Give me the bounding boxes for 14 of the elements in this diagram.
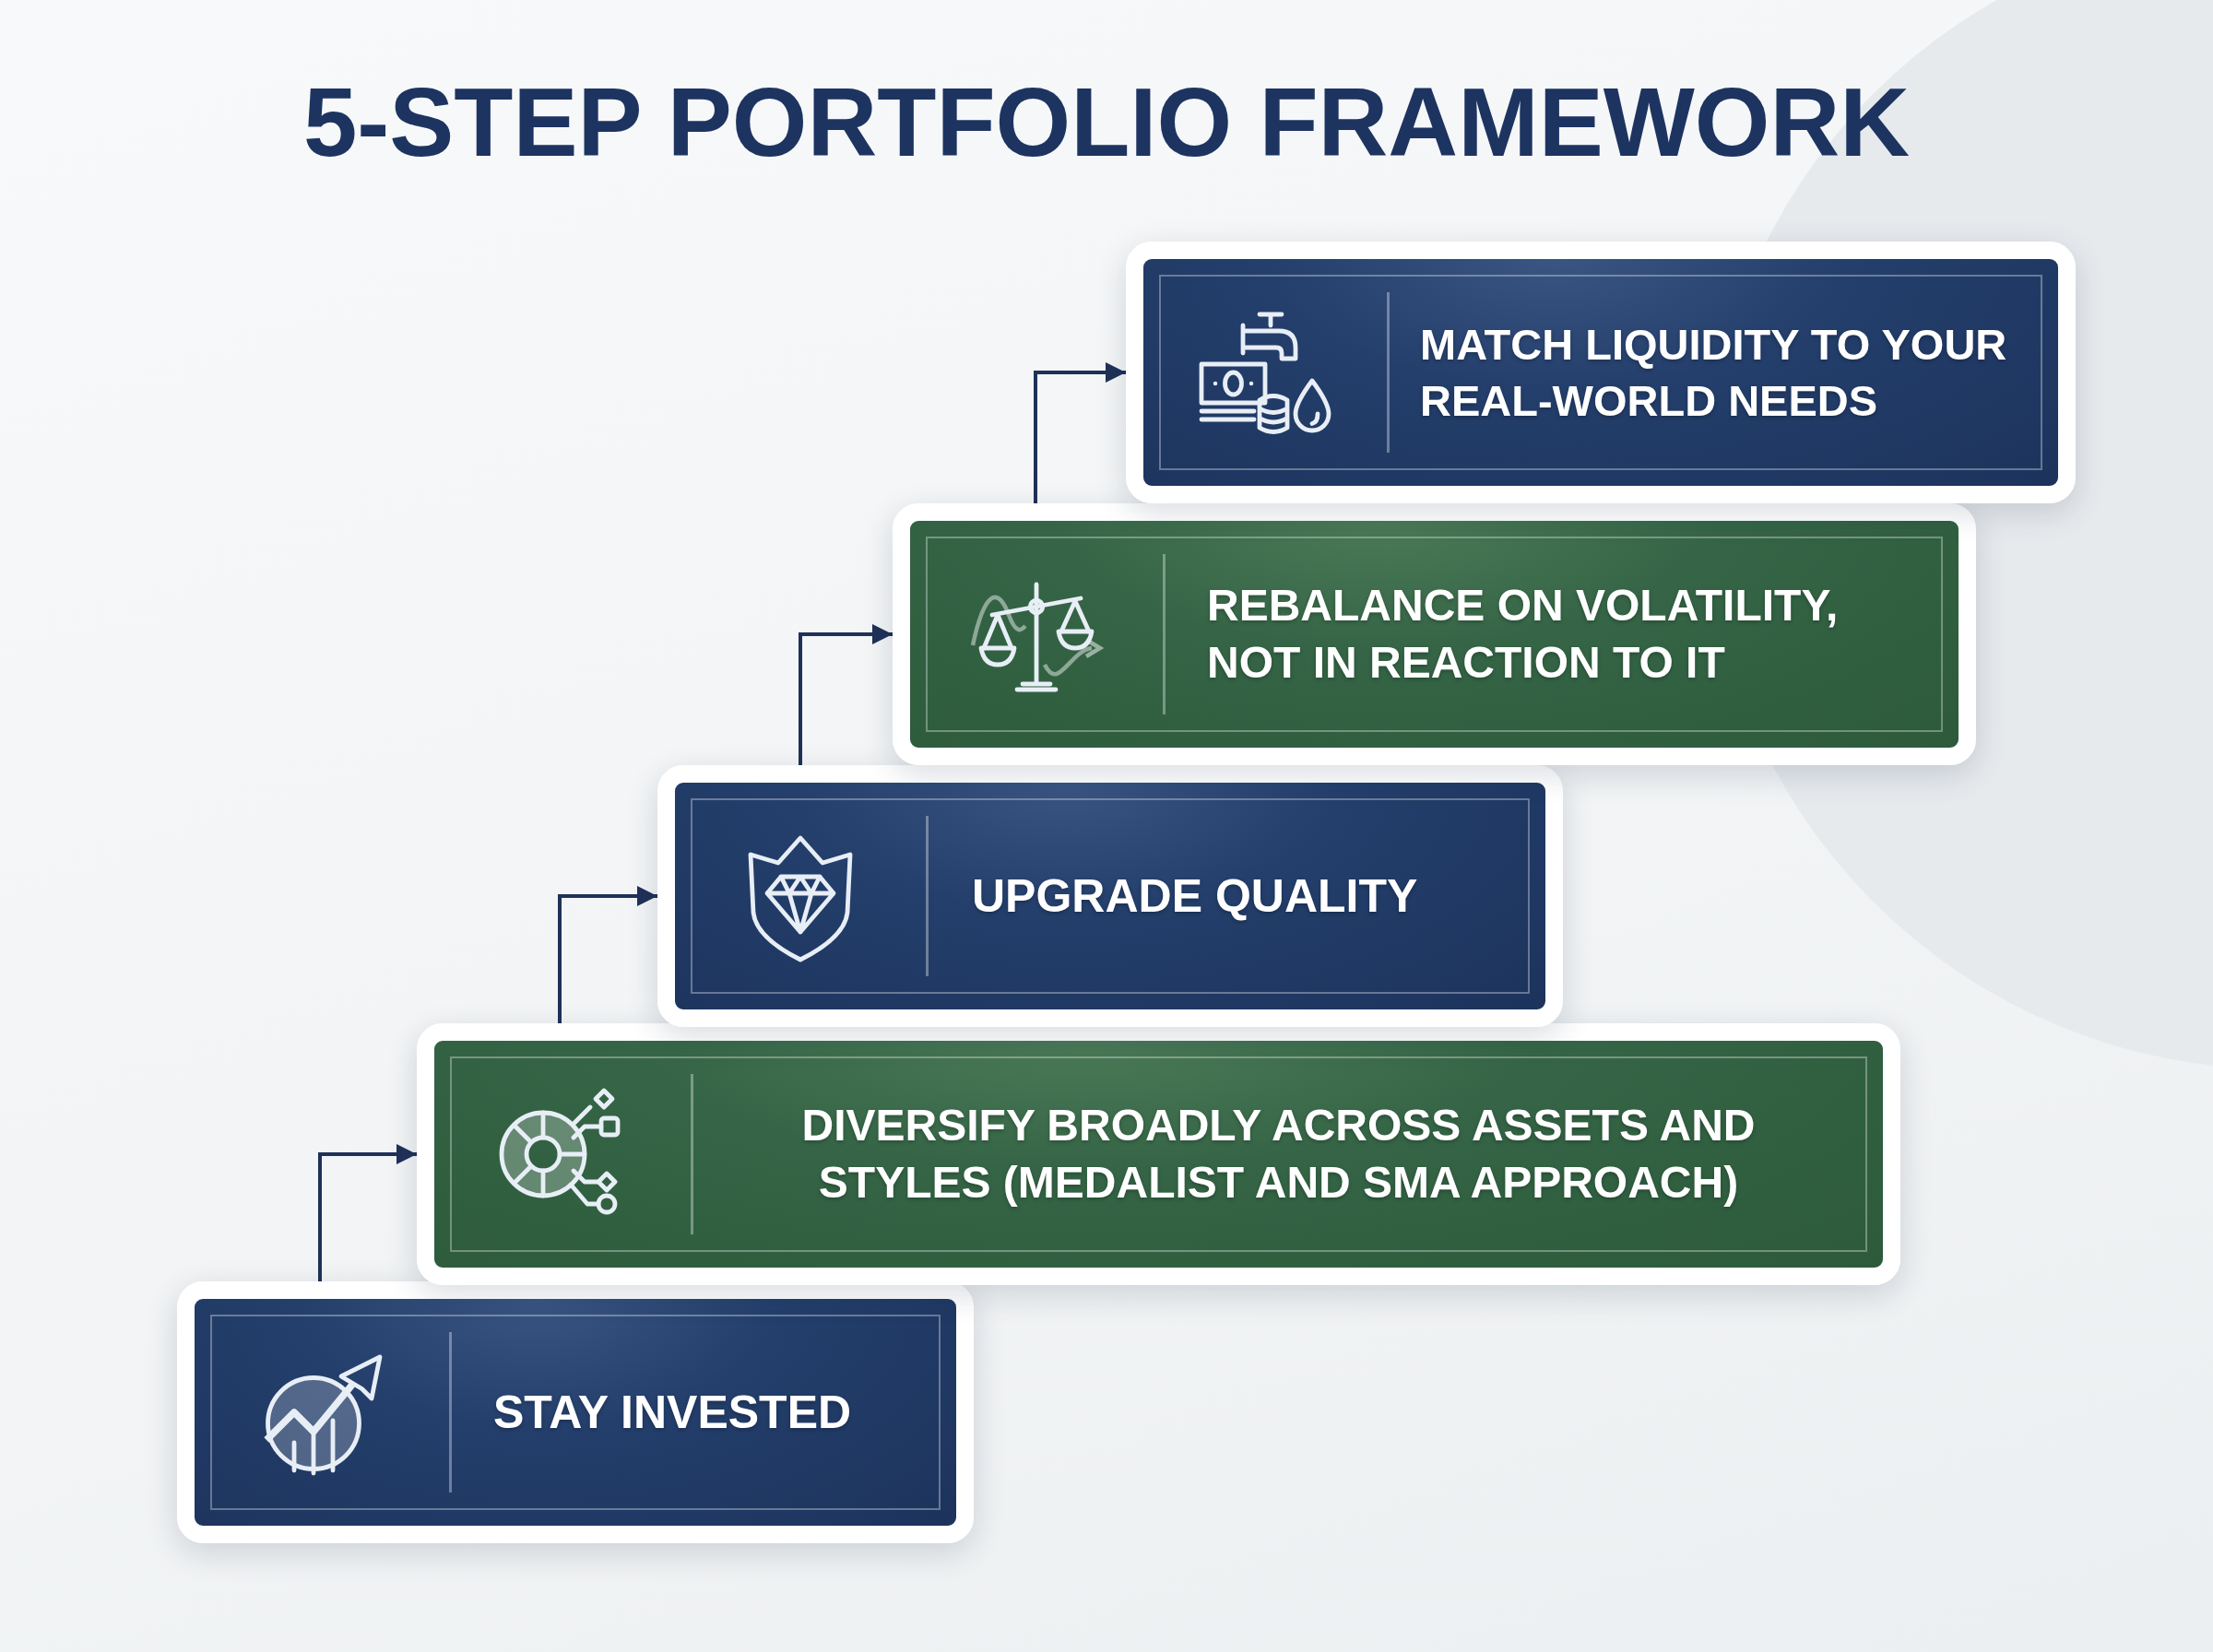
connector-arrow bbox=[799, 624, 893, 765]
connector-arrow bbox=[558, 886, 657, 1023]
step-panel bbox=[417, 1023, 1900, 1285]
step-label: REBALANCE ON VOLATILITY, NOT IN REACTION TO IT bbox=[1207, 579, 1840, 689]
connector-arrow bbox=[318, 1144, 417, 1281]
step-panel bbox=[893, 503, 1976, 765]
title: 5-STEP PORTFOLIO FRAMEWORK bbox=[302, 74, 1911, 171]
step-label: STAY INVESTED bbox=[493, 1385, 852, 1440]
step-label: DIVERSIFY BROADLY ACROSS ASSETS AND STYLES (MEDALIST AND SMA APPROACH) bbox=[800, 1099, 1757, 1209]
step-panel bbox=[1126, 242, 2076, 503]
connector-arrow bbox=[1034, 362, 1126, 503]
step-panel bbox=[177, 1281, 974, 1543]
step-label: MATCH LIQUIDITY TO YOUR REAL-WORLD NEEDS bbox=[1420, 318, 2008, 427]
step-label: UPGRADE QUALITY bbox=[972, 868, 1418, 924]
